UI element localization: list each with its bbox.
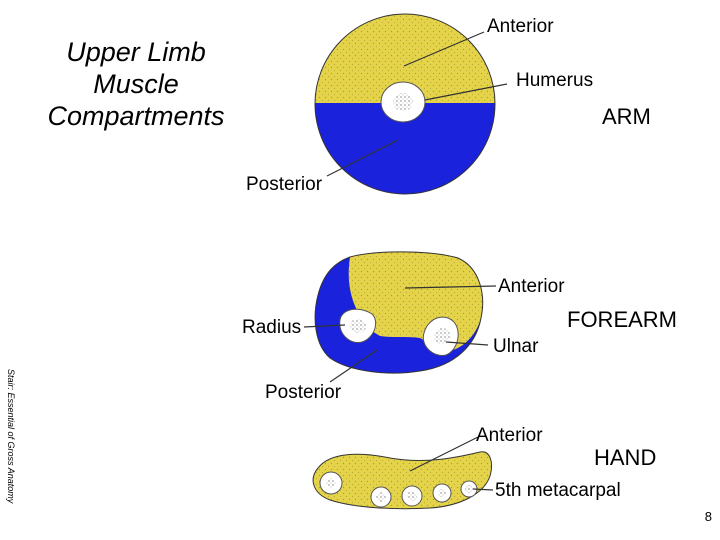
arm-anterior-leader <box>403 31 485 67</box>
ulnar-label: Ulnar <box>493 336 539 357</box>
metacarpal-label: 5th metacarpal <box>495 480 621 501</box>
radius-label: Radius <box>242 317 302 338</box>
ulnar-leader <box>445 341 489 346</box>
forearm-posterior-leader <box>329 349 378 383</box>
forearm-anterior-label: Anterior <box>498 276 565 297</box>
hand-cross-section <box>312 436 494 510</box>
arm-section-label: ARM <box>602 104 651 129</box>
forearm-cross-section <box>303 251 497 383</box>
forearm-section-label: FOREARM <box>567 307 677 332</box>
metacarpal-bones <box>319 471 478 508</box>
radius-leader <box>303 324 346 328</box>
humerus-label: Humerus <box>516 70 594 91</box>
metacarpal-leader <box>472 488 494 491</box>
source-credit: Stair: Essential of Gross Anatomy <box>6 369 16 504</box>
hand-section-label: HAND <box>594 445 657 470</box>
title-line-2: Muscle <box>93 69 179 99</box>
arm-cross-section <box>314 13 508 195</box>
hand-anterior-leader <box>409 436 479 472</box>
arm-anterior-label: Anterior <box>487 16 554 37</box>
arm-posterior-label: Posterior <box>246 174 323 195</box>
humerus-leader <box>424 83 508 101</box>
forearm-anterior-leader <box>404 285 497 289</box>
hand-anterior-label: Anterior <box>476 425 543 446</box>
page-number: 8 <box>704 509 712 524</box>
title-line-1: Upper Limb <box>66 37 206 67</box>
arm-posterior-leader <box>326 139 399 177</box>
title-line-3: Compartments <box>47 101 225 131</box>
forearm-posterior-label: Posterior <box>265 382 342 403</box>
page-title: Upper Limb Muscle Compartments <box>18 36 254 132</box>
